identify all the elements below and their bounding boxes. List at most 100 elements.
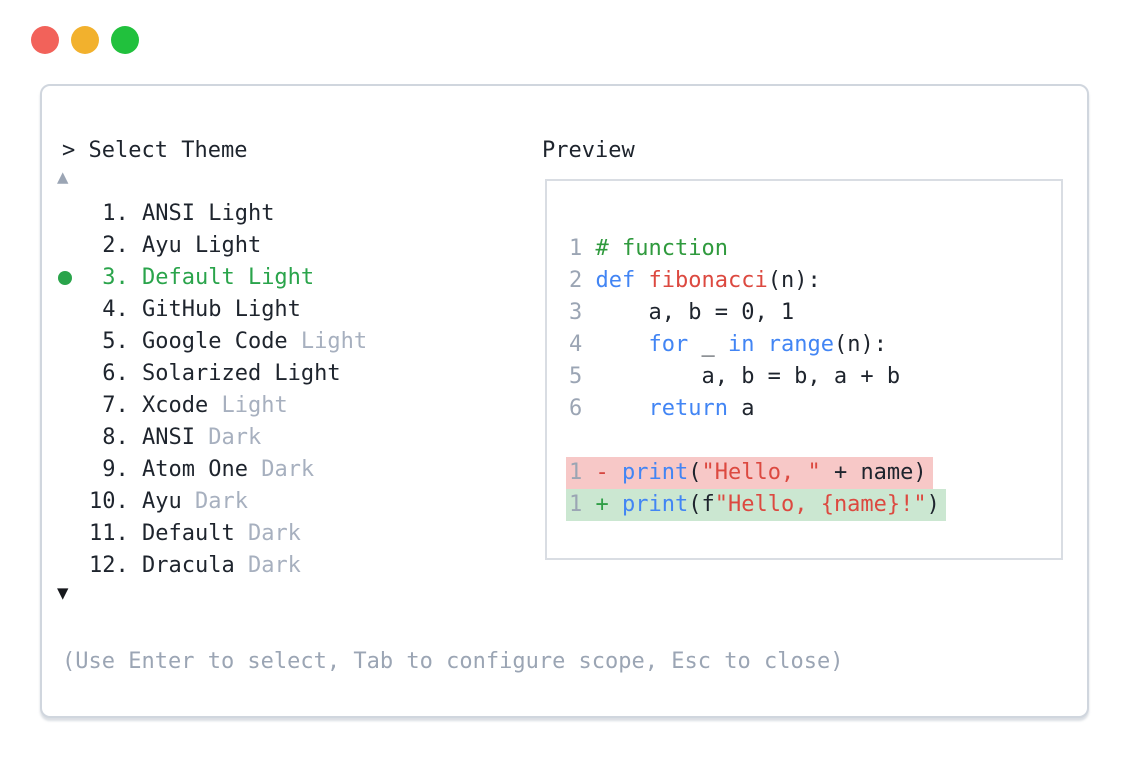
code-line: 4 for _ in range(n): bbox=[569, 329, 1061, 361]
selected-marker bbox=[58, 262, 89, 294]
theme-item-number: 3. bbox=[89, 265, 142, 290]
theme-item[interactable]: 12. Dracula Dark bbox=[58, 550, 367, 582]
prompt-icon: > bbox=[62, 138, 89, 163]
code-token: in bbox=[727, 332, 755, 357]
code-line: 2 def fibonacci(n): bbox=[569, 265, 1061, 297]
theme-item-number: 9. bbox=[89, 457, 142, 482]
line-number: 5 bbox=[569, 364, 583, 389]
line-number: 4 bbox=[569, 332, 583, 357]
code-token: (f bbox=[688, 492, 715, 517]
theme-item-number: 7. bbox=[89, 393, 142, 418]
code-token: + name) bbox=[820, 460, 927, 485]
keyboard-hint: (Use Enter to select, Tab to configure s… bbox=[62, 649, 844, 674]
theme-item-label: Ayu Light bbox=[141, 233, 262, 258]
code-line-blank bbox=[569, 425, 1061, 457]
code-token: a bbox=[727, 396, 755, 421]
code-token bbox=[596, 332, 649, 357]
theme-item-variant: Light bbox=[208, 393, 288, 418]
code-line: 3 a, b = 0, 1 bbox=[569, 297, 1061, 329]
theme-item-label: ANSI bbox=[141, 425, 195, 450]
theme-item[interactable]: 9. Atom One Dark bbox=[58, 454, 367, 486]
code-token: def bbox=[595, 268, 636, 293]
theme-item[interactable]: 10. Ayu Dark bbox=[58, 486, 367, 518]
scroll-down-icon[interactable]: ▼ bbox=[57, 582, 69, 604]
theme-item-label: GitHub Light bbox=[141, 297, 301, 322]
diff-highlight: 1 - print("Hello, " + name) bbox=[566, 457, 933, 489]
theme-item[interactable]: 3. Default Light bbox=[58, 262, 367, 294]
code-line: 6 return a bbox=[569, 393, 1061, 425]
theme-item-number: 4. bbox=[89, 297, 142, 322]
theme-item-variant: Dark bbox=[181, 489, 248, 514]
code-line: 1 # function bbox=[569, 233, 1061, 265]
theme-item[interactable]: 7. Xcode Light bbox=[58, 390, 367, 422]
line-number: 1 bbox=[569, 236, 583, 261]
code-token: ( bbox=[688, 460, 702, 485]
diff-line-removed: 1 - print("Hello, " + name) bbox=[566, 457, 1061, 489]
line-number: 3 bbox=[569, 300, 583, 325]
theme-item[interactable]: 8. ANSI Dark bbox=[58, 422, 367, 454]
scroll-up-icon[interactable]: ▲ bbox=[57, 166, 69, 188]
theme-item-number: 12. bbox=[89, 553, 142, 578]
line-number: 6 bbox=[569, 396, 583, 421]
theme-item-number: 6. bbox=[89, 361, 142, 386]
theme-item-label: ANSI Light bbox=[141, 201, 275, 226]
code-token: range bbox=[767, 332, 834, 357]
code-token: ) bbox=[926, 492, 940, 517]
code-token: return bbox=[648, 396, 728, 421]
theme-item-number: 11. bbox=[89, 521, 142, 546]
theme-item-label: Default Light bbox=[141, 265, 315, 290]
code-token: "Hello, {name}!" bbox=[714, 492, 927, 517]
theme-item[interactable]: 2. Ayu Light bbox=[58, 230, 367, 262]
code-token: (n): bbox=[833, 332, 887, 357]
window-controls bbox=[31, 26, 139, 54]
code-token: fibonacci bbox=[648, 268, 768, 293]
select-theme-title: Select Theme bbox=[88, 138, 248, 163]
diff-sign: - bbox=[595, 460, 609, 485]
theme-item-variant: Dark bbox=[247, 457, 315, 482]
code-token: a, b = b, a + b bbox=[595, 364, 901, 389]
diff-sign: + bbox=[595, 492, 609, 517]
theme-item-label: Google Code bbox=[141, 329, 288, 354]
code-token: a, b = 0, 1 bbox=[595, 300, 795, 325]
code-token: (n): bbox=[767, 268, 821, 293]
theme-item-label: Solarized Light bbox=[141, 361, 341, 386]
minimize-button[interactable] bbox=[71, 26, 99, 54]
code-token bbox=[596, 396, 649, 421]
theme-item-label: Xcode bbox=[141, 393, 209, 418]
theme-item[interactable]: 4. GitHub Light bbox=[58, 294, 367, 326]
theme-item-variant: Dark bbox=[234, 553, 301, 578]
selected-dot-icon bbox=[58, 271, 72, 285]
theme-item-variant: Dark bbox=[234, 521, 301, 546]
theme-item-variant: Dark bbox=[194, 425, 262, 450]
theme-item[interactable]: 1. ANSI Light bbox=[58, 198, 367, 230]
theme-item-number: 1. bbox=[89, 201, 142, 226]
theme-item[interactable]: 6. Solarized Light bbox=[58, 358, 367, 390]
theme-item-variant: Light bbox=[287, 329, 368, 354]
code-line: 5 a, b = b, a + b bbox=[569, 361, 1061, 393]
close-button[interactable] bbox=[31, 26, 59, 54]
line-number: 2 bbox=[569, 268, 583, 293]
theme-item-label: Ayu bbox=[141, 489, 182, 514]
theme-item-number: 5. bbox=[89, 329, 142, 354]
code-token: # function bbox=[595, 236, 728, 261]
line-number: 1 bbox=[569, 460, 583, 485]
maximize-button[interactable] bbox=[111, 26, 139, 54]
diff-highlight: 1 + print(f"Hello, {name}!") bbox=[566, 489, 946, 521]
code-token bbox=[635, 268, 648, 293]
select-theme-header: > Select Theme bbox=[62, 135, 247, 167]
theme-item-number: 10. bbox=[89, 489, 142, 514]
theme-item-number: 2. bbox=[89, 233, 142, 258]
theme-item-number: 8. bbox=[89, 425, 142, 450]
theme-item[interactable]: 11. Default Dark bbox=[58, 518, 367, 550]
theme-selector-dialog: > Select Theme ▲ 1. ANSI Light 2. Ayu Li… bbox=[40, 84, 1089, 718]
code-token: print bbox=[622, 492, 689, 517]
theme-item-label: Dracula bbox=[141, 553, 235, 578]
code-token: print bbox=[622, 460, 689, 485]
code-token: "Hello, " bbox=[701, 460, 821, 485]
theme-item-label: Default bbox=[141, 521, 235, 546]
theme-item[interactable]: 5. Google Code Light bbox=[58, 326, 367, 358]
preview-title: Preview bbox=[542, 138, 635, 163]
code-token: _ bbox=[688, 332, 728, 357]
code-token bbox=[754, 332, 767, 357]
